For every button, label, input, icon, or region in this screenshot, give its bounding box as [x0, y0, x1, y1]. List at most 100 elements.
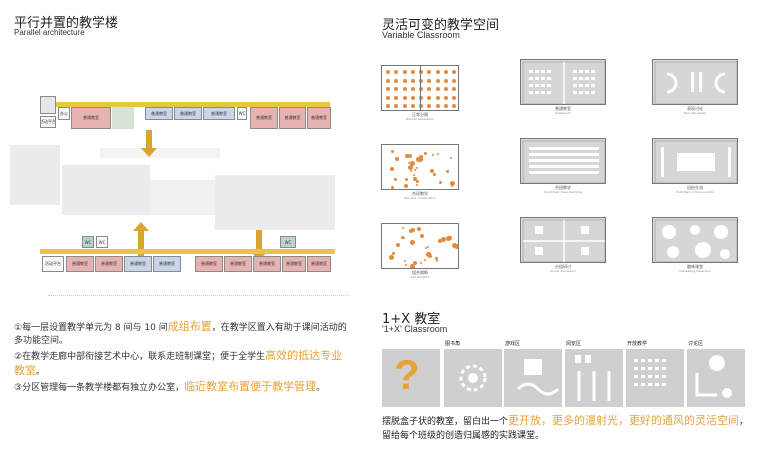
arrow-up-shaft: [138, 230, 144, 258]
classroom-top-3: 普通教室: [174, 107, 202, 120]
seat-dot: [437, 153, 439, 155]
layout-caption-8: 分组研讨: [555, 264, 571, 269]
layout-caption-en-1: Normal separation: [406, 117, 434, 121]
layout-cell-7: 组合隔断 Add partition: [381, 223, 459, 279]
seat-dot: [426, 245, 429, 248]
seat-dot: [396, 243, 401, 248]
seat-dot: [390, 166, 395, 171]
seat-dot: [429, 169, 434, 174]
layout-cell-8: 分组研讨 Group discussion: [520, 217, 606, 273]
tile-label-1: 图书角: [445, 341, 461, 347]
tile-label-5: 讨论区: [688, 341, 704, 347]
seat-dot: [386, 104, 390, 108]
open-teaching-svg: [634, 359, 666, 386]
wc-bottom-2: WC: [96, 236, 108, 248]
layout-caption-4: 合班教学: [412, 191, 428, 196]
seat-dot: [386, 70, 390, 74]
seat-dot: [443, 104, 448, 108]
layout-cell-3: 表现讨论 Free discussion: [652, 59, 738, 115]
game-area-svg: [516, 359, 560, 396]
right-building: [215, 175, 335, 230]
seat-dot: [386, 78, 390, 83]
seat-dot: [434, 256, 438, 260]
seat-dot: [394, 156, 399, 161]
seat-dot: [435, 70, 440, 74]
seat-dot: [415, 158, 419, 162]
tile-label-4: 开放教学: [627, 341, 648, 347]
seat-dot: [410, 78, 415, 83]
left-building: [62, 165, 150, 215]
seat-dot: [404, 154, 409, 159]
left-bullets: ①每一层设置教学单元为 8 间与 10 间成组布置，在教学区置入有助于课间活动的…: [14, 320, 349, 396]
seat-dot: [452, 87, 456, 91]
arrow-down-shaft: [146, 130, 152, 150]
top-room-start: [40, 96, 56, 114]
combined-furniture-svg: [522, 140, 605, 183]
seat-dot: [423, 259, 426, 262]
left-subtitle: Parallel architecture: [14, 28, 85, 37]
tile-open-teaching: [626, 349, 684, 407]
seat-dot: [394, 95, 399, 100]
furniture-plan-8: [520, 217, 606, 263]
seat-dot: [450, 184, 453, 187]
classroom-top-4: 普通教室: [203, 107, 235, 120]
layout-caption-en-9: Interesting classroom: [678, 269, 712, 273]
bullet-1: ①每一层设置教学单元为 8 间与 10 间成组布置，在教学区置入有助于课间活动的…: [14, 320, 347, 346]
activity-bottom-1: 活动平台: [42, 256, 64, 272]
seat-dot: [408, 153, 413, 158]
bullet-3: ③分区管理每一条教学楼都有独立办公室，临近教室布置便于教学管理。: [14, 380, 326, 393]
seat-dot: [386, 95, 390, 100]
classroom-bottom-8: 普通教室: [282, 256, 306, 272]
separator-dots: [48, 295, 348, 296]
mid-connector: [150, 180, 220, 215]
seat-dot: [449, 157, 452, 160]
seat-dot: [419, 78, 423, 83]
layout-caption-en-7: Add partition: [410, 275, 430, 279]
seat-dot: [386, 87, 390, 91]
seat-dot: [417, 156, 423, 162]
bottom-corridor: [40, 249, 335, 254]
arrow-down-right-shaft: [256, 230, 262, 254]
question-mark: ?: [394, 351, 420, 398]
seat-dot: [409, 161, 415, 167]
arrow-up-head: [133, 222, 149, 231]
activity-top: 活动平台: [40, 116, 56, 128]
seat-dot: [402, 87, 407, 91]
seat-dot: [415, 179, 419, 183]
bullet-2: ②在教学走廊中部衔接艺术中心，联系走班制课堂；便于全学生高效的抵达专业教室。: [14, 349, 343, 377]
seat-dot: [400, 235, 404, 239]
tile-game-area: [504, 349, 562, 407]
layout-caption-en-2: Classroom: [555, 111, 571, 115]
layout-caption-en-4: Two-line combination: [404, 196, 436, 200]
seat-dot: [410, 87, 415, 91]
furniture-plan-6: [652, 138, 738, 184]
classroom-top-7: 普通教室: [307, 107, 331, 129]
tile-reading-area: [565, 349, 623, 407]
classroom-bottom-6: 普通教室: [224, 256, 252, 272]
seat-dot: [420, 261, 423, 264]
layout-cell-2: 普通教室 Classroom: [520, 59, 606, 115]
seat-dot: [394, 70, 399, 74]
seat-dot: [446, 170, 450, 174]
layout-caption-2: 普通教室: [555, 106, 571, 111]
seat-dot: [438, 180, 442, 184]
layout-caption-en-5: Combined class teaching: [544, 190, 582, 194]
seat-dot: [425, 246, 428, 249]
seat-dot: [412, 174, 415, 177]
layout-caption-en-8: Group discussion: [550, 269, 576, 273]
classroom-furniture-svg: [522, 61, 605, 104]
left-wing: [10, 145, 60, 205]
seat-dot: [436, 260, 439, 263]
seat-dot: [440, 237, 446, 243]
seat-dot: [413, 261, 418, 266]
layout-cell-6: 自由交流 Unlimited communication: [652, 138, 738, 194]
layout-caption-9: 趣味课堂: [687, 264, 703, 269]
onex-title: 1+X 教室: [382, 312, 441, 327]
reading-area-svg: [575, 355, 611, 401]
seat-dot: [410, 240, 416, 246]
furniture-plan-3: [652, 59, 738, 105]
seat-dot: [404, 177, 408, 181]
seat-dot: [410, 170, 413, 173]
wc-top: WC: [237, 107, 247, 120]
classroom-top-6: 普通教室: [279, 107, 306, 129]
